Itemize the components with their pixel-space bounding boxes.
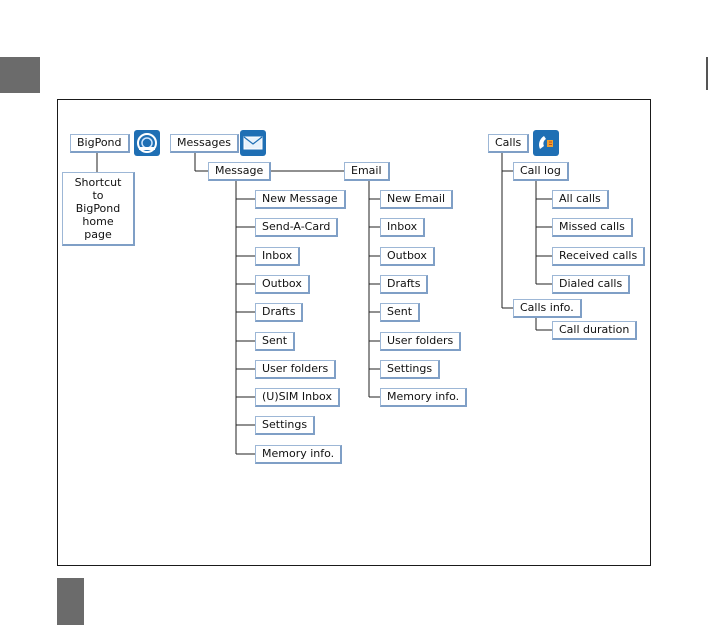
message-item: Outbox <box>255 275 310 294</box>
message-item: Inbox <box>255 247 301 266</box>
email-item: New Email <box>380 190 454 209</box>
menu-tree-frame <box>57 99 651 566</box>
calls-node: Calls <box>488 134 530 153</box>
calls-info-item: Call duration <box>552 321 638 340</box>
message-item: (U)SIM Inbox <box>255 388 340 407</box>
phone-call-icon <box>533 130 559 156</box>
message-item: User folders <box>255 360 337 379</box>
message-item: Settings <box>255 416 316 435</box>
messages-node: Messages <box>170 134 239 153</box>
call-log-item: Missed calls <box>552 218 633 237</box>
call-log-item: All calls <box>552 190 609 209</box>
message-item: Memory info. <box>255 445 343 464</box>
page-edge-mark <box>706 57 708 90</box>
bigpond-node: BigPond <box>70 134 130 153</box>
message-item: New Message <box>255 190 346 209</box>
bigpond-logo-icon <box>134 130 160 156</box>
email-item: Memory info. <box>380 388 468 407</box>
bigpond-shortcut-note: Shortcut to BigPond home page <box>62 172 135 246</box>
message-item: Sent <box>255 332 296 351</box>
calls-info-node: Calls info. <box>513 299 582 318</box>
page-side-tab-bottom <box>57 578 84 625</box>
message-node: Message <box>208 162 272 181</box>
email-node: Email <box>344 162 390 181</box>
email-item: Outbox <box>380 247 435 266</box>
call-log-item: Received calls <box>552 247 646 266</box>
page-side-tab-top <box>0 57 40 93</box>
message-item: Send-A-Card <box>255 218 339 237</box>
call-log-item: Dialed calls <box>552 275 631 294</box>
email-item: Settings <box>380 360 441 379</box>
email-item: Drafts <box>380 275 429 294</box>
envelope-icon <box>240 130 266 156</box>
message-item: Drafts <box>255 303 304 322</box>
call-log-node: Call log <box>513 162 569 181</box>
email-item: User folders <box>380 332 462 351</box>
email-item: Inbox <box>380 218 426 237</box>
email-item: Sent <box>380 303 421 322</box>
